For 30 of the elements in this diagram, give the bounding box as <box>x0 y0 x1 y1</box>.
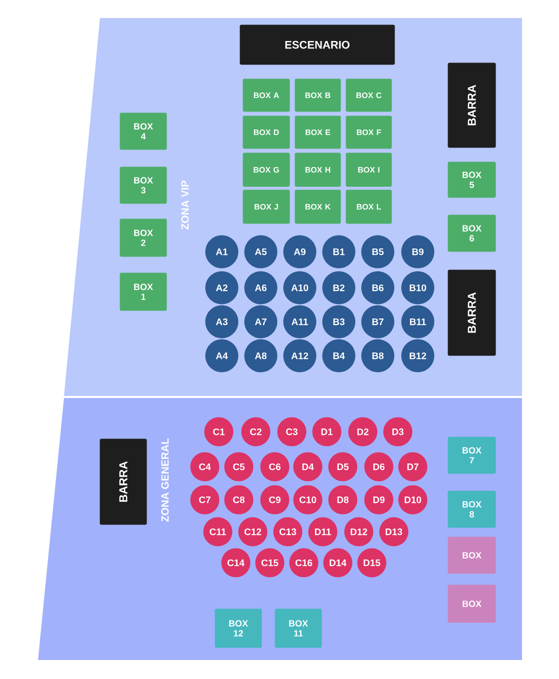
box-seat: BOX 8 <box>448 490 496 528</box>
box-seat: BOX K <box>294 190 341 224</box>
box-seat: BOX F <box>346 116 392 149</box>
box-seat: BOX H <box>294 152 341 187</box>
bar-counter: BARRA <box>448 270 496 356</box>
box-seat: BOX 11 <box>274 608 322 648</box>
bar-counter: BARRA <box>448 62 496 148</box>
box-seat: BOX <box>448 536 496 574</box>
box-seat: BOX 6 <box>448 214 496 252</box>
box-seat: BOX L <box>346 190 392 224</box>
box-seat: BOX <box>448 584 496 623</box>
stage-box: ESCENARIO <box>240 24 395 65</box>
box-seat: BOX D <box>242 116 290 149</box>
box-seat: BOX I <box>346 152 392 187</box>
box-seat: BOX G <box>242 152 290 187</box>
zone-label: ZONA GENERAL <box>161 438 169 522</box>
box-seat: BOX J <box>242 190 290 224</box>
box-seat: BOX 1 <box>120 272 167 311</box>
bar-counter: BARRA <box>100 438 147 525</box>
zone-label: ZONA VIP <box>181 180 189 230</box>
box-seat: BOX C <box>346 78 392 112</box>
box-seat: BOX 12 <box>214 608 262 648</box>
box-seat: BOX 5 <box>448 162 496 198</box>
box-seat: BOX A <box>242 78 290 112</box>
box-seat: BOX E <box>294 116 341 149</box>
box-seat: BOX 2 <box>120 218 167 257</box>
box-seat: BOX 7 <box>448 436 496 474</box>
box-seat: BOX 3 <box>120 166 167 204</box>
box-seat: BOX B <box>294 78 341 112</box>
box-seat: BOX 4 <box>120 112 167 150</box>
